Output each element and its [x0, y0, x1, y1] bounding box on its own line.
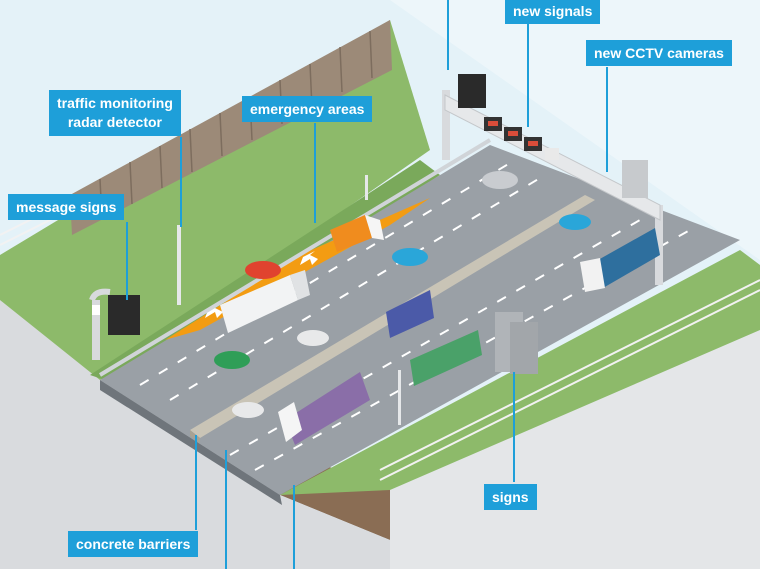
ground-right-gray — [390, 330, 760, 569]
label-traffic-monitoring-line1: traffic monitoring — [57, 95, 173, 111]
gantry-message-sign — [458, 74, 486, 108]
leader-line-emergency-areas — [314, 123, 316, 223]
road-front-edge — [100, 380, 282, 505]
leader-line-message-signs — [126, 222, 128, 300]
ground-front-gray — [0, 300, 390, 569]
right-wooden-fence — [379, 279, 760, 481]
label-emergency-areas: emergency areas — [242, 96, 373, 122]
leader-line-bottom-1 — [225, 450, 227, 569]
lamp-posts — [365, 175, 401, 425]
overhead-gantry — [442, 74, 663, 285]
vehicles — [214, 171, 660, 445]
label-message-signs: message signs — [8, 194, 125, 220]
leader-line-bottom-2 — [293, 485, 295, 569]
roadside-signs — [495, 312, 538, 374]
label-concrete-barriers: concrete barriers — [68, 531, 199, 557]
leader-line-concrete-barriers — [195, 435, 197, 530]
leader-line-signs — [513, 372, 515, 482]
label-new-signals: new signals — [505, 0, 601, 24]
left-safety-barrier — [98, 138, 492, 377]
emergency-area-arrows — [205, 251, 318, 318]
label-signs: signs — [484, 484, 537, 510]
radar-detector-pole — [177, 225, 181, 305]
roadside-message-sign — [89, 288, 140, 360]
label-traffic-monitoring-radar-detector: traffic monitoring radar detector — [49, 90, 181, 136]
label-new-cctv-cameras: new CCTV cameras — [586, 40, 732, 66]
label-traffic-monitoring-line2: radar detector — [67, 114, 163, 130]
noise-barrier-wall — [70, 20, 392, 235]
leader-line-traffic-monitoring — [180, 137, 182, 227]
leader-line-new-cctv-cameras — [606, 67, 608, 172]
leader-line-gantry-top — [447, 0, 449, 70]
gantry-info-board — [622, 160, 648, 198]
leader-line-new-signals — [527, 22, 529, 127]
